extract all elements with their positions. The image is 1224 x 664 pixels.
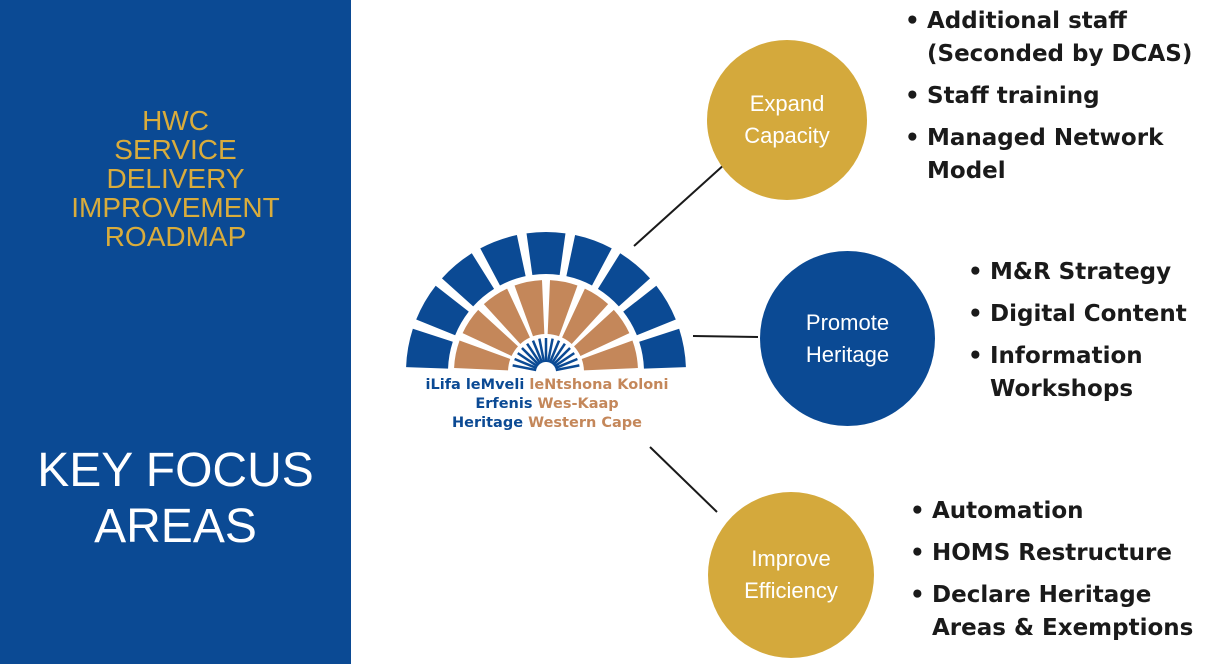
roadmap-title-line: ROADMAP xyxy=(104,221,247,252)
logo-outer-segment xyxy=(597,253,651,307)
key-focus-heading: KEY FOCUS AREAS xyxy=(0,443,351,555)
logo-inner-segment xyxy=(547,280,578,337)
roadmap-title: HWC SERVICE DELIVERY IMPROVEMENT ROADMAP xyxy=(0,106,351,251)
logo-outer-segment xyxy=(526,232,566,275)
logo-text-blue: iLifa leMveli xyxy=(425,377,525,393)
bullet-text: Areas & Exemptions xyxy=(932,615,1194,641)
logo-wordmark: iLifa leMveli leNtshona Koloni Erfenis W… xyxy=(392,376,702,433)
logo-ray xyxy=(512,364,537,372)
logo-ray xyxy=(554,357,578,370)
title-panel: HWC SERVICE DELIVERY IMPROVEMENT ROADMAP… xyxy=(0,0,351,664)
focus-area-label: Expand xyxy=(749,91,825,116)
logo-inner-segment xyxy=(562,288,609,344)
roadmap-title-line: HWC xyxy=(142,105,209,136)
focus-area-label: Promote xyxy=(805,309,890,335)
bullet-text: Information xyxy=(990,343,1143,369)
roadmap-title-line: IMPROVEMENT xyxy=(71,192,280,223)
bullet-text: Additional staff xyxy=(927,8,1127,34)
logo-inner-segment xyxy=(581,340,638,371)
logo-text-blue: Heritage xyxy=(452,415,524,431)
expand-capacity-bullets: Additional staff (Seconded by DCAS) Staff… xyxy=(905,5,1192,197)
connector-line-promote xyxy=(692,335,759,338)
logo-inner-segment xyxy=(574,309,630,356)
logo-ray xyxy=(552,347,571,366)
promote-heritage-bullets: M&R Strategy Digital Content Information… xyxy=(968,256,1187,415)
bullet-text: (Seconded by DCAS) xyxy=(927,41,1193,67)
bullet-text: Staff training xyxy=(927,83,1100,109)
key-focus-line: AREAS xyxy=(94,500,257,553)
focus-area-label: Capacity xyxy=(744,123,830,148)
logo-ray xyxy=(546,338,554,363)
focus-area-expand-capacity: Expand Capacity xyxy=(707,40,867,200)
logo-text-blue: Erfenis xyxy=(475,396,533,412)
logo-ray xyxy=(521,347,540,366)
logo-outer-segment xyxy=(441,253,495,307)
focus-area-improve-efficiency: Improve Efficiency xyxy=(708,492,874,658)
logo-inner-segment xyxy=(462,309,518,356)
logo-ray xyxy=(555,364,580,372)
logo-ray xyxy=(531,340,544,364)
logo-ray xyxy=(526,343,542,365)
connector-line-expand xyxy=(633,162,727,247)
logo-ray xyxy=(553,352,575,368)
bullet-text: Declare Heritage xyxy=(932,582,1152,608)
logo-outer-segment xyxy=(639,328,686,369)
key-focus-line: KEY FOCUS xyxy=(37,444,314,497)
bullet-item: Additional staff (Seconded by DCAS) xyxy=(905,5,1192,71)
bullet-text: Model xyxy=(927,158,1006,184)
logo-text-tan: leNtshona Koloni xyxy=(529,377,669,393)
heritage-wc-logo-mark xyxy=(406,232,686,372)
logo-inner-segment xyxy=(514,280,545,337)
logo-ray xyxy=(548,340,561,364)
focus-area-label: Efficiency xyxy=(744,578,838,603)
logo-outer-segment xyxy=(406,328,453,369)
logo-outer-segment xyxy=(416,285,469,336)
bullet-item: Digital Content xyxy=(968,298,1187,331)
bullet-item: Staff training xyxy=(905,80,1192,113)
logo-outer-segment xyxy=(480,235,526,286)
improve-efficiency-bullets: Automation HOMS Restructure Declare Heri… xyxy=(910,495,1193,654)
logo-outer-segment xyxy=(566,235,612,286)
logo-ray xyxy=(514,357,538,370)
logo-line-1: iLifa leMveli leNtshona Koloni xyxy=(392,376,702,395)
logo-text-tan: Western Cape xyxy=(528,415,642,431)
roadmap-title-line: SERVICE xyxy=(114,134,237,165)
focus-area-promote-heritage: Promote Heritage xyxy=(760,251,935,426)
bullet-text: Automation xyxy=(932,498,1084,524)
logo-ray xyxy=(550,343,566,365)
logo-ray xyxy=(538,338,546,363)
bullet-item: HOMS Restructure xyxy=(910,537,1193,570)
focus-area-label: Heritage xyxy=(805,341,890,367)
logo-line-3: Heritage Western Cape xyxy=(392,414,702,433)
logo-inner-segment xyxy=(483,288,530,344)
bullet-text: Digital Content xyxy=(990,301,1187,327)
bullet-text: M&R Strategy xyxy=(990,259,1172,285)
bullet-item: M&R Strategy xyxy=(968,256,1187,289)
roadmap-title-line: DELIVERY xyxy=(106,163,245,194)
bullet-text: Workshops xyxy=(990,376,1134,402)
logo-text-tan: Wes-Kaap xyxy=(537,396,619,412)
logo-ray xyxy=(517,352,539,368)
bullet-text: HOMS Restructure xyxy=(932,540,1172,566)
focus-area-label: Improve xyxy=(751,546,831,571)
logo-outer-segment xyxy=(623,285,676,336)
bullet-text: Managed Network xyxy=(927,125,1164,151)
logo-inner-segment xyxy=(454,340,511,371)
connector-line-improve xyxy=(649,446,718,513)
logo-line-2: Erfenis Wes-Kaap xyxy=(392,395,702,414)
bullet-item: Automation xyxy=(910,495,1193,528)
